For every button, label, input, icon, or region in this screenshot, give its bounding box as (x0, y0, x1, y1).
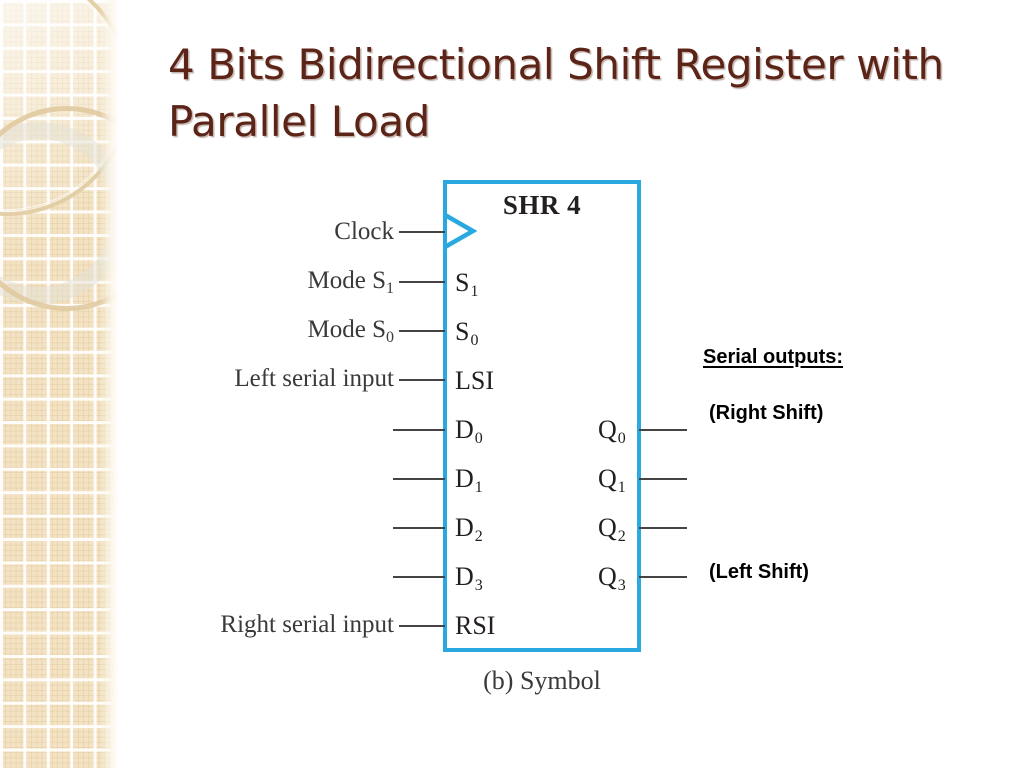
pin-label-rsi: RSI (455, 611, 496, 640)
pin-label-q3-text: Q (598, 562, 617, 591)
lead-mode-s0 (399, 330, 445, 332)
pin-label-s1-sub: 1 (470, 283, 479, 300)
annotation-serial-outputs-heading: Serial outputs: (703, 346, 844, 368)
external-label-mode-s1-text: Mode S (307, 267, 386, 294)
pin-label-q3: Q3 (598, 562, 626, 594)
pin-label-d2: D2 (455, 513, 483, 545)
pin-label-d3-text: D (455, 562, 474, 591)
pin-label-lsi: LSI (455, 366, 494, 395)
pin-label-d3-sub: 3 (474, 577, 483, 594)
external-label-mode-s1: Mode S1 (139, 267, 394, 297)
pin-label-q0-text: Q (598, 415, 617, 444)
figure-caption: (b) Symbol (483, 666, 601, 695)
annotation-right-shift: (Right Shift) (709, 402, 824, 424)
pin-label-s1-text: S (455, 268, 470, 297)
decorative-sidebar (0, 0, 118, 768)
pin-label-q2: Q2 (598, 513, 626, 545)
lead-d3 (393, 576, 445, 578)
annotation-left-shift: (Left Shift) (709, 561, 809, 583)
sidebar-fade-edge (100, 0, 118, 768)
pin-label-s0-sub: 0 (470, 332, 479, 349)
lead-clock (399, 231, 445, 233)
pin-label-q1-sub: 1 (617, 479, 626, 496)
external-label-left-serial-input: Left serial input (234, 365, 394, 392)
pin-label-d1-text: D (455, 464, 474, 493)
external-label-clock: Clock (334, 218, 394, 245)
external-label-mode-s0-text: Mode S (307, 316, 386, 343)
lead-q1 (639, 478, 687, 480)
pin-label-d1: D1 (455, 464, 483, 496)
pin-label-q1-text: Q (598, 464, 617, 493)
pin-label-q3-sub: 3 (617, 577, 626, 594)
lead-d2 (393, 527, 445, 529)
pin-label-q1: Q1 (598, 464, 626, 496)
decorative-ring-medium-icon (0, 106, 118, 311)
pin-label-s0-text: S (455, 317, 470, 346)
pin-label-d0-text: D (455, 415, 474, 444)
lead-q3 (639, 576, 687, 578)
clock-triangle-icon (443, 213, 477, 249)
pin-label-d3: D3 (455, 562, 483, 594)
pin-label-q2-sub: 2 (617, 528, 626, 545)
lead-rsi (399, 625, 445, 627)
lead-q0 (639, 429, 687, 431)
pin-label-q0-sub: 0 (617, 430, 626, 447)
pin-label-q2-text: Q (598, 513, 617, 542)
external-label-mode-s1-sub: 1 (386, 280, 394, 297)
lead-d0 (393, 429, 445, 431)
pin-label-q0: Q0 (598, 415, 626, 447)
pin-label-d0: D0 (455, 415, 483, 447)
external-label-mode-s0-sub: 0 (386, 329, 394, 346)
pin-label-d0-sub: 0 (474, 430, 483, 447)
pin-label-s0: S0 (455, 317, 479, 349)
chip-title: SHR 4 (502, 190, 582, 220)
pin-label-d1-sub: 1 (474, 479, 483, 496)
slide-title: 4 Bits Bidirectional Shift Register with… (168, 40, 944, 146)
pin-label-d2-sub: 2 (474, 528, 483, 545)
external-label-mode-s0: Mode S0 (139, 316, 394, 346)
lead-mode-s1 (399, 281, 445, 283)
pin-label-s1: S1 (455, 268, 479, 300)
pin-label-d2-text: D (455, 513, 474, 542)
lead-q2 (639, 527, 687, 529)
lead-lsi (399, 379, 445, 381)
chip-outline-box (443, 180, 641, 652)
external-label-right-serial-input: Right serial input (220, 611, 394, 638)
lead-d1 (393, 478, 445, 480)
